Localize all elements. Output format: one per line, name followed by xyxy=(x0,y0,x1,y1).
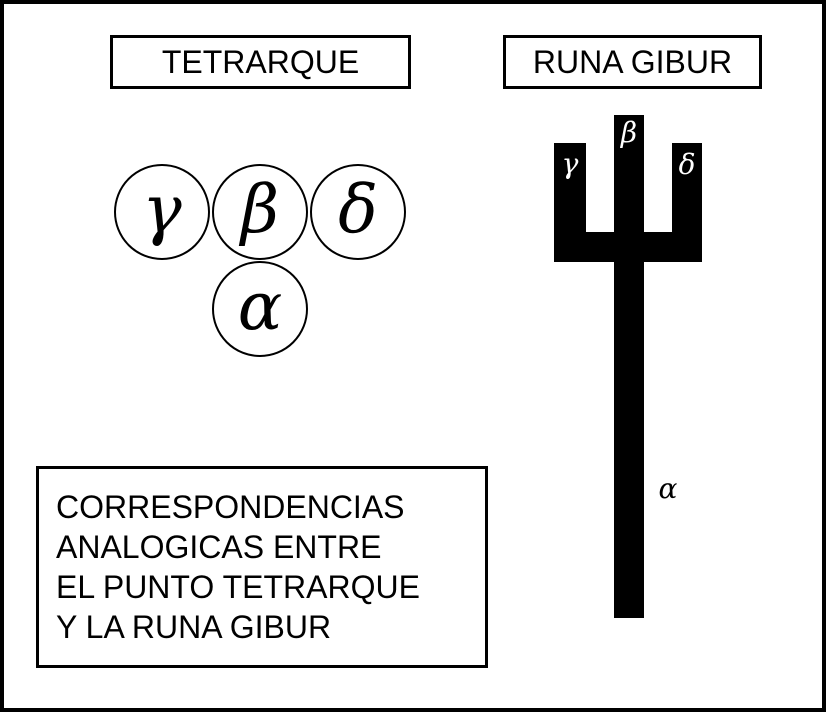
rune-crossbar xyxy=(554,232,702,262)
tetrarque-gamma-circle: γ xyxy=(114,164,210,260)
description-line-1: CORRESPONDENCIAS xyxy=(56,489,405,525)
rune-label-gamma: γ xyxy=(562,147,579,180)
description-line-2: ANALOGICAS ENTRE xyxy=(56,529,382,565)
description-line-3: EL PUNTO TETRARQUE xyxy=(56,569,420,605)
tetrarque-title: TETRARQUE xyxy=(110,35,411,89)
tetrarque-alpha-circle: α xyxy=(212,261,308,357)
description-box: CORRESPONDENCIAS ANALOGICAS ENTRE EL PUN… xyxy=(36,466,488,668)
rune-label-beta: β xyxy=(620,116,637,149)
runa-gibur-title: RUNA GIBUR xyxy=(503,35,762,89)
tetrarque-delta-circle: δ xyxy=(310,164,406,260)
tetrarque-beta-circle: β xyxy=(212,164,308,260)
rune-label-delta: δ xyxy=(679,148,696,181)
rune-label-alpha: α xyxy=(659,472,678,505)
rune-shaft xyxy=(614,115,644,618)
description-line-4: Y LA RUNA GIBUR xyxy=(56,609,332,645)
